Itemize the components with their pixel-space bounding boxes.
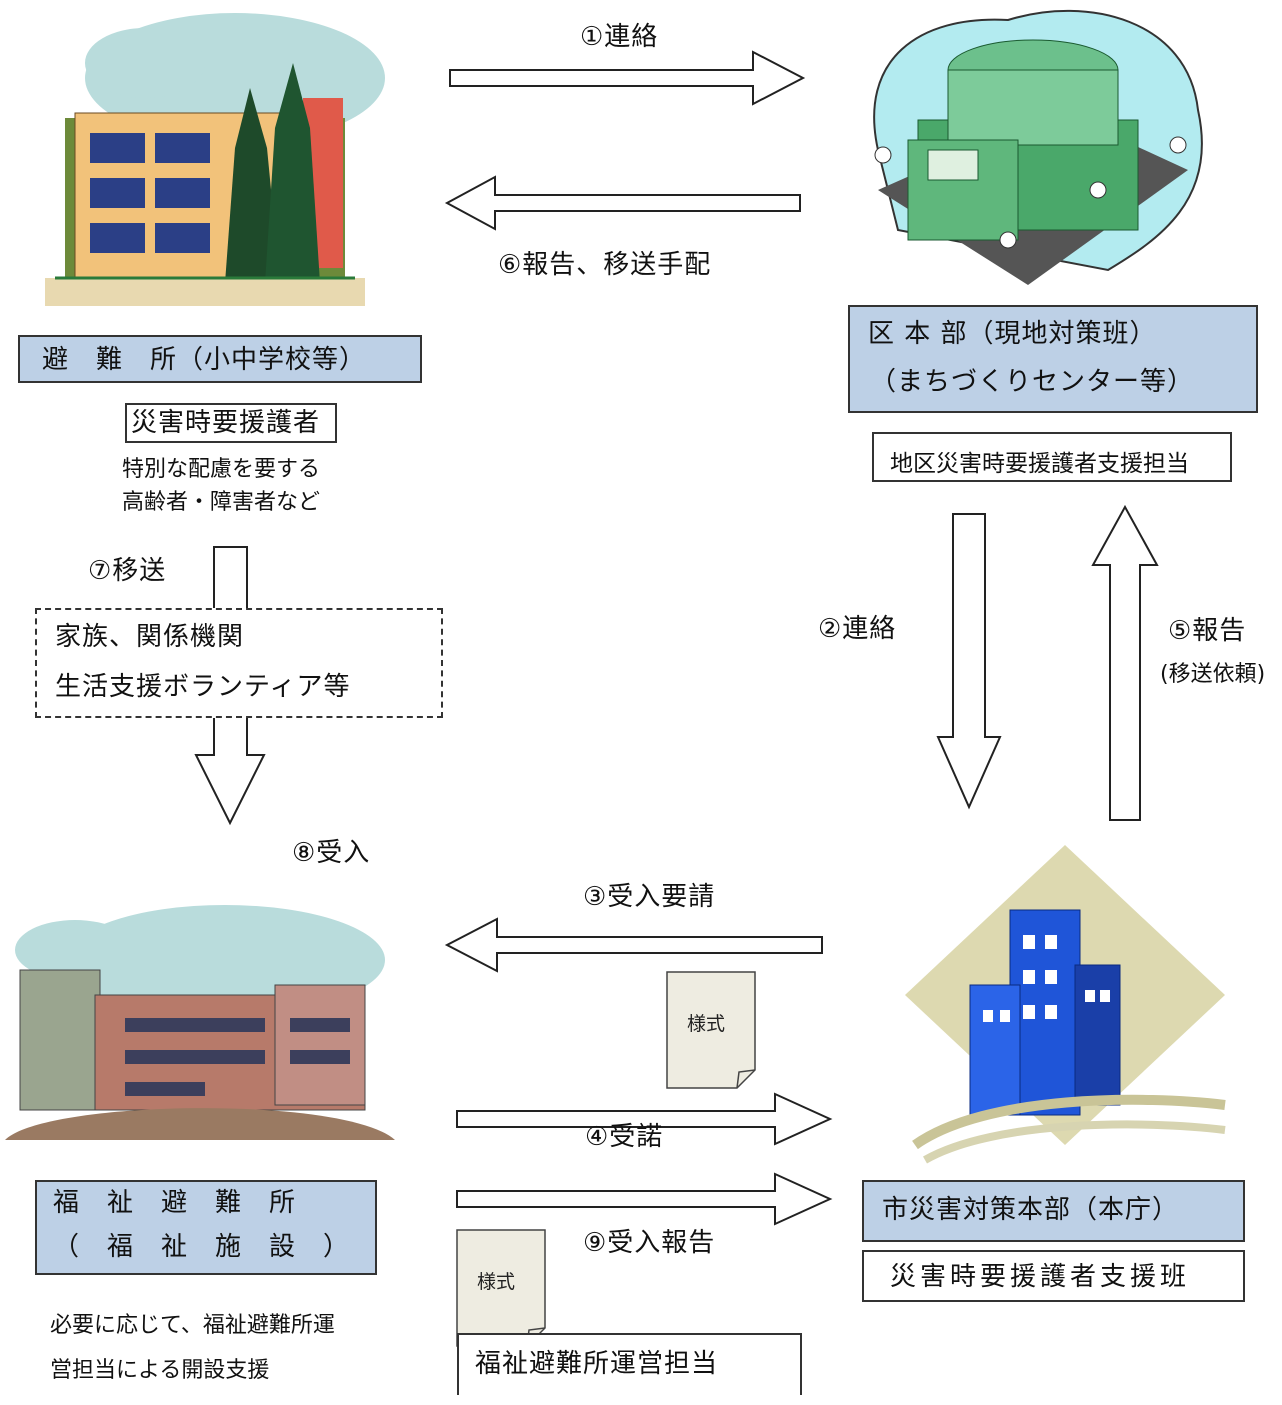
welfare-shelter-line2: （ 福 祉 施 設 ） xyxy=(53,1232,351,1262)
arrow-1-label: ①連絡 xyxy=(580,22,659,52)
operation-label: 福祉避難所運営担当 xyxy=(475,1349,719,1379)
arrow-3-label: ③受入要請 xyxy=(583,882,716,912)
arrow-1-right xyxy=(449,50,806,106)
welfare-shelter-line1: 福 祉 避 難 所 xyxy=(53,1188,297,1218)
shelter-label: 避 難 所（小中学校等） xyxy=(42,345,367,375)
form-document-1: 様式 xyxy=(666,971,756,1089)
ward-support-box: 地区災害時要援護者支援担当 xyxy=(872,432,1232,482)
form-label-1: 様式 xyxy=(687,1013,725,1035)
city-team-label: 災害時要援護者支援班 xyxy=(890,1262,1191,1292)
form-document-2: 様式 xyxy=(456,1229,546,1347)
city-hq-building-icon xyxy=(905,845,1226,1164)
arrow-2-label: ②連絡 xyxy=(818,614,897,644)
ward-hq-line2: （まちづくりセンター等） xyxy=(870,367,1195,397)
vulnerable-box: 災害時要援護者 xyxy=(125,403,337,443)
welfare-note-1: 必要に応じて、福祉避難所運 xyxy=(50,1313,335,1338)
ward-hq-building-icon xyxy=(873,9,1203,285)
ward-hq-line1: 区 本 部（現地対策班） xyxy=(868,319,1157,349)
welfare-note-2: 営担当による開設支援 xyxy=(50,1358,270,1383)
transport-line1: 家族、関係機関 xyxy=(55,622,245,652)
city-team-box: 災害時要援護者支援班 xyxy=(862,1250,1245,1302)
arrow-4-right xyxy=(456,1092,833,1146)
arrow-8-label: ⑧受入 xyxy=(292,838,371,868)
school-building-icon xyxy=(45,13,385,306)
ward-hq-box: 区 本 部（現地対策班） （まちづくりセンター等） xyxy=(848,305,1258,413)
arrow-9-right xyxy=(456,1172,833,1226)
shelter-box: 避 難 所（小中学校等） xyxy=(18,335,422,383)
city-hq-box: 市災害対策本部（本庁） xyxy=(862,1180,1245,1242)
city-hq-label: 市災害対策本部（本庁） xyxy=(882,1195,1180,1225)
vulnerable-label: 災害時要援護者 xyxy=(131,408,321,438)
arrow-2-down xyxy=(936,513,1002,810)
transport-box: 家族、関係機関 生活支援ボランティア等 xyxy=(35,608,443,718)
vulnerable-desc-2: 高齢者・障害者など xyxy=(122,490,321,515)
arrow-5-up xyxy=(1091,504,1159,821)
transport-line2: 生活支援ボランティア等 xyxy=(55,672,351,702)
arrow-9-label: ⑨受入報告 xyxy=(583,1228,716,1258)
arrow-6-left xyxy=(444,175,801,231)
arrow-4-label: ④受諾 xyxy=(585,1122,664,1152)
welfare-shelter-box: 福 祉 避 難 所 （ 福 祉 施 設 ） xyxy=(35,1180,377,1275)
form-label-2: 様式 xyxy=(477,1271,515,1293)
operation-box: 福祉避難所運営担当 xyxy=(457,1333,802,1395)
arrow-6-label: ⑥報告、移送手配 xyxy=(498,250,712,280)
welfare-facility-icon xyxy=(5,905,395,1140)
arrow-7-label: ⑦移送 xyxy=(88,556,167,586)
arrow-5-sublabel: (移送依頼) xyxy=(1160,662,1266,687)
ward-support-label: 地区災害時要援護者支援担当 xyxy=(890,451,1189,477)
arrow-5-label: ⑤報告 xyxy=(1168,616,1247,646)
vulnerable-desc-1: 特別な配慮を要する xyxy=(122,457,321,482)
arrow-3-left xyxy=(444,917,823,973)
